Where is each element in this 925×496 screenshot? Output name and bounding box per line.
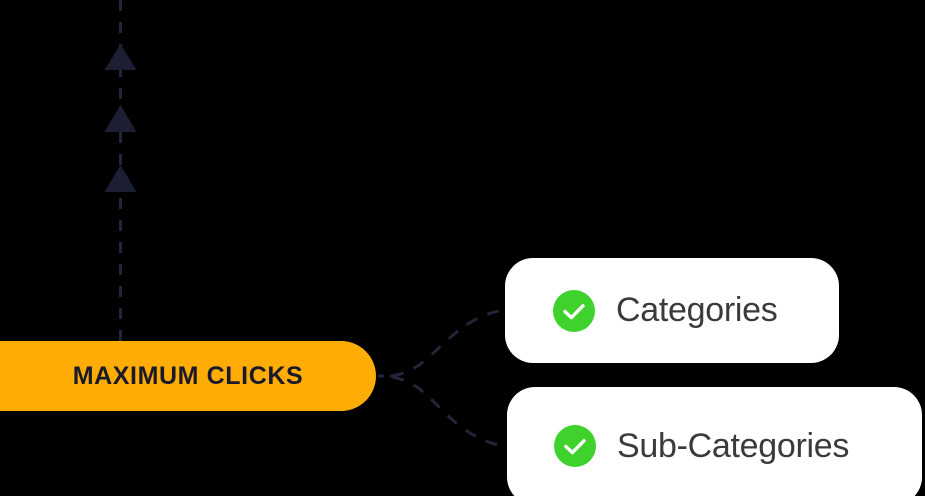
up-arrow-icon-1 [104, 44, 137, 70]
maximum-clicks-label: MAXIMUM CLICKS [72, 361, 304, 390]
up-arrow-icon-3 [104, 165, 137, 192]
categories-card[interactable]: Categories [505, 258, 839, 363]
sub-categories-card[interactable]: Sub-Categories [507, 387, 922, 496]
up-arrow-icon-2 [104, 105, 137, 132]
check-circle-icon [553, 289, 595, 332]
connector-to-categories [391, 307, 513, 378]
sub-categories-label: Sub-Categories [617, 426, 850, 465]
maximum-clicks-node[interactable]: MAXIMUM CLICKS [0, 341, 376, 411]
categories-label: Categories [616, 291, 778, 329]
check-circle-icon [554, 425, 596, 467]
connector-to-subcategories [391, 375, 515, 449]
